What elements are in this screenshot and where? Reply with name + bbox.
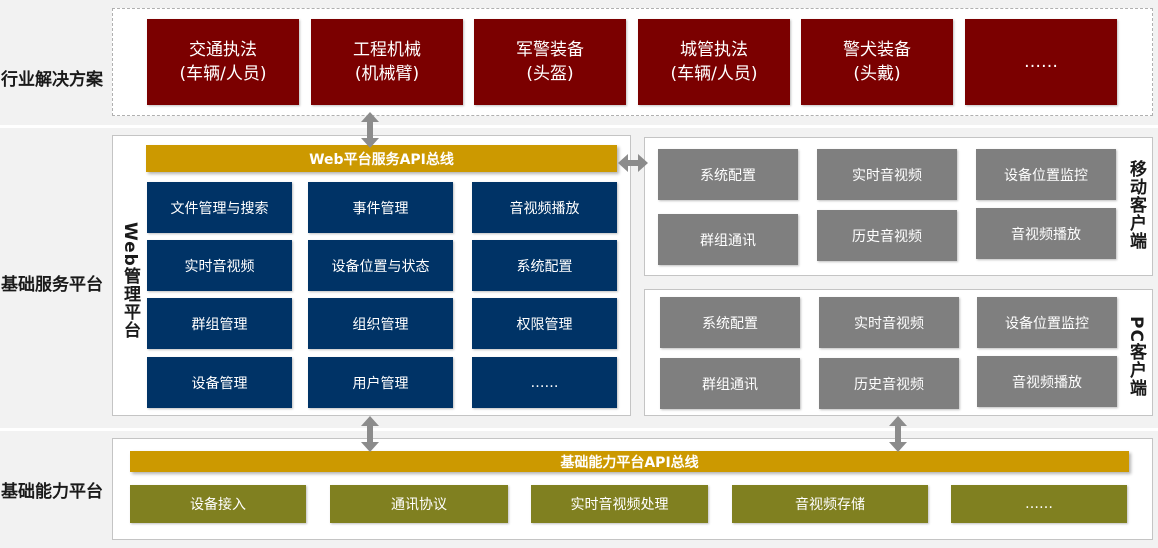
mobile-module-realtime-av: 实时音视频 [817, 149, 957, 200]
double-arrow-vertical-icon [361, 112, 379, 148]
industry-solution-detail: (头戴) [853, 64, 901, 84]
mobile-module-history-av: 历史音视频 [817, 210, 957, 261]
industry-solution-more: …… [965, 19, 1117, 105]
industry-solution-police-dog: 警犬装备 (头戴) [801, 19, 953, 105]
industry-solution-name: 交通执法 [189, 40, 257, 60]
mobile-module-system-config: 系统配置 [658, 149, 798, 200]
industry-solution-name: 警犬装备 [843, 40, 911, 60]
industry-solution-engineering: 工程机械 (机械臂) [311, 19, 463, 105]
double-arrow-vertical-icon [889, 416, 907, 452]
row-label-industry: 行业解决方案 [1, 70, 103, 90]
industry-solution-detail: (头盔) [526, 64, 574, 84]
capability-api-bus: 基础能力平台API总线 [130, 451, 1129, 472]
web-platform-label: Web管理平台 [120, 222, 140, 339]
pc-module-location-monitor: 设备位置监控 [977, 297, 1117, 348]
capability-module-more: …… [951, 485, 1127, 523]
web-module-realtime-av: 实时音视频 [147, 240, 292, 291]
pc-module-group-comm: 群组通讯 [660, 358, 800, 409]
web-module-device: 设备管理 [147, 357, 292, 408]
web-module-user: 用户管理 [308, 357, 453, 408]
industry-solution-name: 工程机械 [353, 40, 421, 60]
mobile-client-label: 移动客户端 [1126, 160, 1146, 250]
pc-module-history-av: 历史音视频 [819, 358, 959, 409]
pc-module-system-config: 系统配置 [660, 297, 800, 348]
row-label-capability: 基础能力平台 [1, 482, 103, 502]
mobile-module-group-comm: 群组通讯 [658, 214, 798, 265]
capability-module-device-access: 设备接入 [130, 485, 306, 523]
industry-solution-traffic: 交通执法 (车辆/人员) [147, 19, 299, 105]
pc-module-realtime-av: 实时音视频 [819, 297, 959, 348]
pc-module-playback: 音视频播放 [977, 356, 1117, 407]
web-module-group: 群组管理 [147, 298, 292, 349]
double-arrow-horizontal-icon [618, 154, 648, 172]
pc-client-label: PC客户端 [1126, 316, 1146, 397]
web-module-playback: 音视频播放 [472, 182, 617, 233]
web-api-bus: Web平台服务API总线 [146, 145, 617, 172]
mobile-module-location-monitor: 设备位置监控 [976, 149, 1116, 200]
web-module-device-status: 设备位置与状态 [308, 240, 453, 291]
web-module-more: …… [472, 357, 617, 408]
industry-solution-name: …… [1024, 52, 1058, 72]
mobile-module-playback: 音视频播放 [976, 208, 1116, 259]
web-module-permission: 权限管理 [472, 298, 617, 349]
industry-solution-detail: (车辆/人员) [179, 64, 267, 84]
industry-solution-detail: (机械臂) [354, 64, 420, 84]
capability-module-protocol: 通讯协议 [330, 485, 508, 523]
web-module-system-config: 系统配置 [472, 240, 617, 291]
industry-solution-military: 军警装备 (头盔) [474, 19, 626, 105]
row-label-service: 基础服务平台 [1, 275, 103, 295]
double-arrow-vertical-icon [361, 416, 379, 452]
capability-module-av-processing: 实时音视频处理 [531, 485, 708, 523]
capability-module-av-storage: 音视频存储 [732, 485, 928, 523]
industry-solution-name: 城管执法 [680, 40, 748, 60]
industry-solution-name: 军警装备 [516, 40, 584, 60]
web-module-file-search: 文件管理与搜索 [147, 182, 292, 233]
web-module-event: 事件管理 [308, 182, 453, 233]
industry-solution-urban: 城管执法 (车辆/人员) [638, 19, 790, 105]
industry-solution-detail: (车辆/人员) [670, 64, 758, 84]
web-module-organization: 组织管理 [308, 298, 453, 349]
